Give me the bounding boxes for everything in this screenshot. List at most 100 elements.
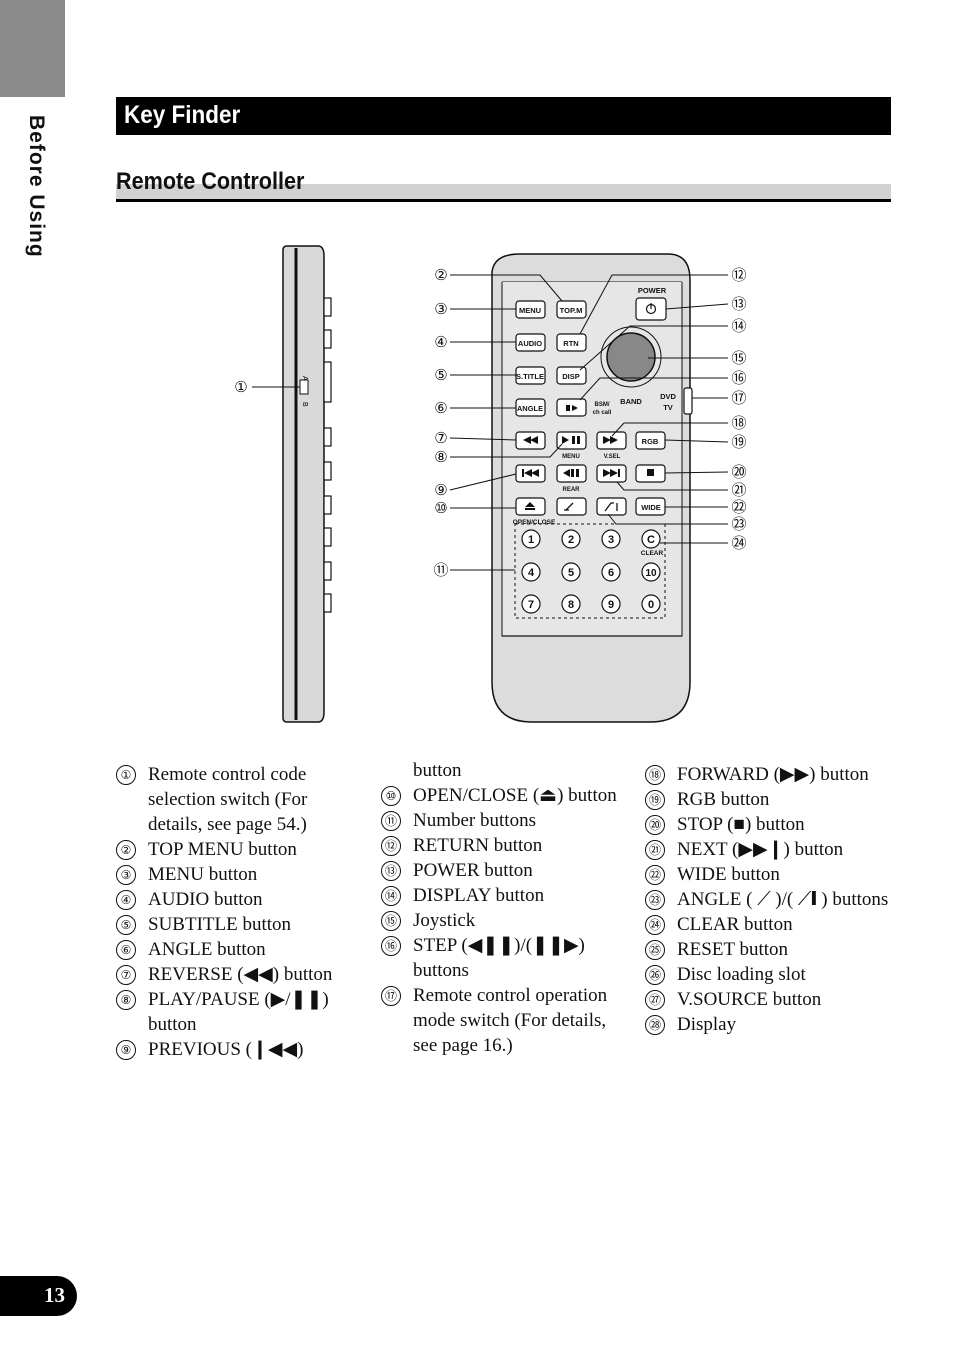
remote-side-view [252,245,332,723]
audio-key-label: AUDIO [518,339,542,348]
callout-24: ㉔ [731,534,746,552]
callout-15: ⑮ [731,349,746,367]
page-number-badge: 13 [0,1276,77,1316]
key-3: 3 [608,534,614,546]
number-keys [521,529,661,614]
subtitle-key-label: S.TITLE [516,372,544,381]
vsel-label: V.SEL [604,454,621,460]
switch-b-label: B [301,402,308,407]
callout-21: ㉑ [731,481,746,499]
step-back-icon [563,469,579,477]
angle-key-label: ANGLE [517,404,543,413]
play-pause-icon [562,436,580,444]
menu-key-label: MENU [519,306,541,315]
callout-10: ⑩ [434,499,447,517]
callout-17: ⑰ [731,389,746,407]
callout-9: ⑨ [434,481,447,499]
clear-label: CLEAR [641,550,664,557]
step-forward-icon [566,405,578,411]
reverse-icon [523,436,538,444]
callout-5: ⑤ [434,366,447,384]
key-6: 6 [608,567,614,579]
side-tab-block [0,0,65,97]
key-0: 0 [648,599,654,611]
ch-call-label: ch call [593,410,612,416]
menu-small-label: MENU [562,454,580,460]
previous-icon [522,469,539,477]
forward-icon [603,436,618,444]
callout-7: ⑦ [434,429,447,447]
callout-14: ⑭ [731,317,746,335]
callout-3: ③ [434,300,447,318]
tv-label: TV [663,403,673,412]
callout-8: ⑧ [434,448,447,466]
stop-icon [647,469,654,476]
band-label: BAND [620,397,642,406]
dvd-label: DVD [660,392,676,401]
next-icon [603,469,620,477]
step-forward-key [556,398,587,417]
callout-18: ⑱ [731,414,746,432]
power-label: POWER [638,286,667,295]
key-4: 4 [528,567,535,579]
key-8: 8 [568,599,574,611]
callout-11: ⑪ [433,561,448,579]
rgb-key-label: RGB [642,437,659,446]
callout-12: ⑫ [731,266,746,284]
angle-left-icon [564,502,574,511]
display-key-label: DISP [562,372,580,381]
open-close-label: OPEN/CLOSE [513,519,556,526]
bsm-label: BSM/ [595,402,610,408]
callout-2: ② [434,266,447,284]
remote-controller-figure: A B MENU TOP.M AU [234,245,747,723]
page-number: 13 [44,1283,65,1307]
callout-23: ㉓ [731,515,746,533]
key-finder-header: Key Finder [116,97,891,135]
top-menu-key-label: TOP.M [560,306,583,315]
key-5: 5 [568,567,574,579]
page-title: Key Finder [124,101,241,129]
callout-numbers: ① ② ③ ④ ⑤ ⑥ ⑦ ⑧ ⑨ ⑩ ⑪ ⑫ ⑬ ⑭ ⑮ ⑯ ⑰ ⑱ ⑲ ⑳ … [234,266,746,579]
section-heading: Remote Controller [116,168,891,203]
key-1: 1 [528,534,534,546]
switch-a-label: A [301,376,308,381]
return-key-label: RTN [563,339,578,348]
return-key [556,333,587,352]
eject-icon [525,502,535,510]
angle-right-icon [604,502,618,512]
remote-front-view [491,253,691,723]
callout-20: ⑳ [731,463,746,481]
key-clear: C [647,534,655,546]
leader-lines [449,274,729,571]
mode-switch [683,387,693,415]
callout-13: ⑬ [731,295,746,313]
callout-22: ㉒ [731,498,746,516]
key-10: 10 [645,568,657,579]
display-key [556,366,587,385]
rear-label: REAR [562,487,580,493]
side-tab-label: Before Using [25,115,48,258]
